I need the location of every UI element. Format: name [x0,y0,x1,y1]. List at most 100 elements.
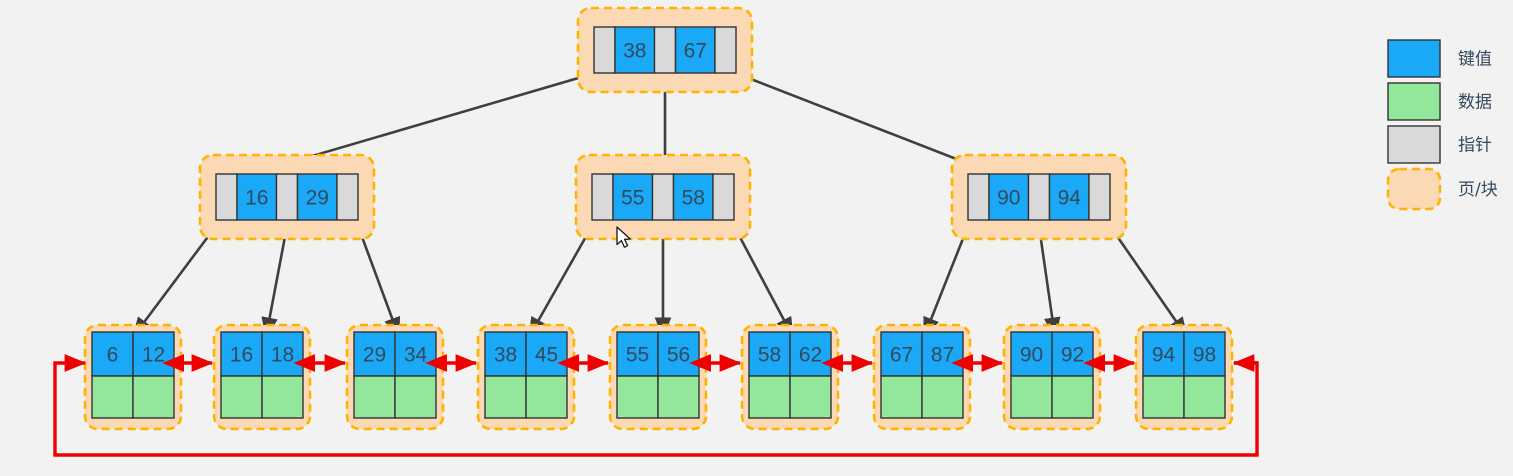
pointer-cell [591,173,614,221]
tree-edge [527,225,594,339]
key-value: 16 [230,344,253,367]
key-value: 67 [684,40,707,63]
data-cell [880,375,923,419]
internal-node-middle[interactable]: 55 58 [574,153,752,241]
key-value: 18 [271,344,294,367]
internal-node-right[interactable]: 90 94 [950,153,1128,241]
legend-item-page: 页/块 [1386,167,1498,211]
data-cell [484,375,527,419]
key-value: 29 [306,187,329,210]
data-cell [1142,375,1185,419]
data-cell [261,375,304,419]
data-cell [921,375,964,419]
key-value: 87 [931,344,954,367]
key-cell [296,173,338,221]
pointer-cell [712,173,735,221]
tree-edge [356,225,401,339]
pointer-cell [215,173,238,221]
data-cell [353,375,396,419]
key-value: 29 [363,344,386,367]
pointer-cell [336,173,359,221]
tree-edge [261,225,289,339]
key-cell [674,26,716,74]
data-cell [657,375,700,419]
data-cell [132,375,175,419]
data-cell [91,375,134,419]
pointer-cell [1027,173,1051,221]
data-cell [1051,375,1094,419]
key-cell [91,331,134,377]
mouse-cursor [616,226,631,248]
pointer-cell [967,173,990,221]
key-value: 56 [667,344,690,367]
pointer-cell [593,26,616,74]
legend-item-key: 键值 [1387,39,1492,78]
key-value: 90 [1020,344,1043,367]
key-value: 58 [682,187,705,210]
leaf-link-layer [53,354,1259,457]
legend-swatch-key [1387,39,1441,78]
key-cell [614,26,656,74]
tree-edge [1037,225,1061,339]
key-cell [616,331,659,377]
key-value: 34 [404,344,428,367]
key-cell [612,173,654,221]
key-cell [220,331,263,377]
leaf-node-7[interactable]: 67 87 [872,323,972,431]
legend-label: 键值 [1458,50,1492,70]
legend-swatch-page [1386,167,1442,211]
pointer-cell [714,26,737,74]
legend-label: 页/块 [1458,180,1498,200]
key-cell [353,331,396,377]
cursor-arrow-icon [616,226,631,248]
key-value: 16 [245,187,268,210]
data-cell [789,375,832,419]
key-value: 58 [758,344,781,367]
legend-swatch-pointer [1387,125,1441,164]
leaf-node-6[interactable]: 58 62 [740,323,840,431]
key-value: 38 [494,344,517,367]
legend-label: 数据 [1458,93,1492,113]
data-cell [616,375,659,419]
key-value: 55 [626,344,649,367]
tree-edge [1108,225,1189,339]
data-cell [1010,375,1053,419]
legend-swatch-data [1387,82,1441,121]
leaf-node-4[interactable]: 38 45 [476,323,576,431]
pointer-cell [653,26,677,74]
leaf-node-3[interactable]: 29 34 [345,323,445,431]
pointer-cell [1088,173,1111,221]
key-value: 94 [1058,187,1082,210]
tree-edge [922,225,970,339]
key-value: 94 [1152,344,1176,367]
key-value: 90 [997,187,1020,210]
tree-edge [732,225,795,339]
legend-label: 指针 [1458,136,1492,156]
data-cell [1183,375,1226,419]
key-value: 45 [535,344,558,367]
root-node[interactable]: 38 67 [576,6,754,94]
key-cell [1048,173,1090,221]
mouse-cursor-layer [616,226,631,248]
pointer-cell [275,173,299,221]
key-cell [1010,331,1053,377]
legend-item-pointer: 指针 [1387,125,1492,164]
key-value: 55 [621,187,644,210]
data-cell [525,375,568,419]
data-cell [748,375,791,419]
leaf-node-5[interactable]: 55 56 [608,323,708,431]
legend-item-data: 数据 [1387,82,1492,121]
key-value: 38 [623,40,646,63]
key-value: 62 [799,344,822,367]
key-value: 67 [890,344,913,367]
key-cell [748,331,791,377]
